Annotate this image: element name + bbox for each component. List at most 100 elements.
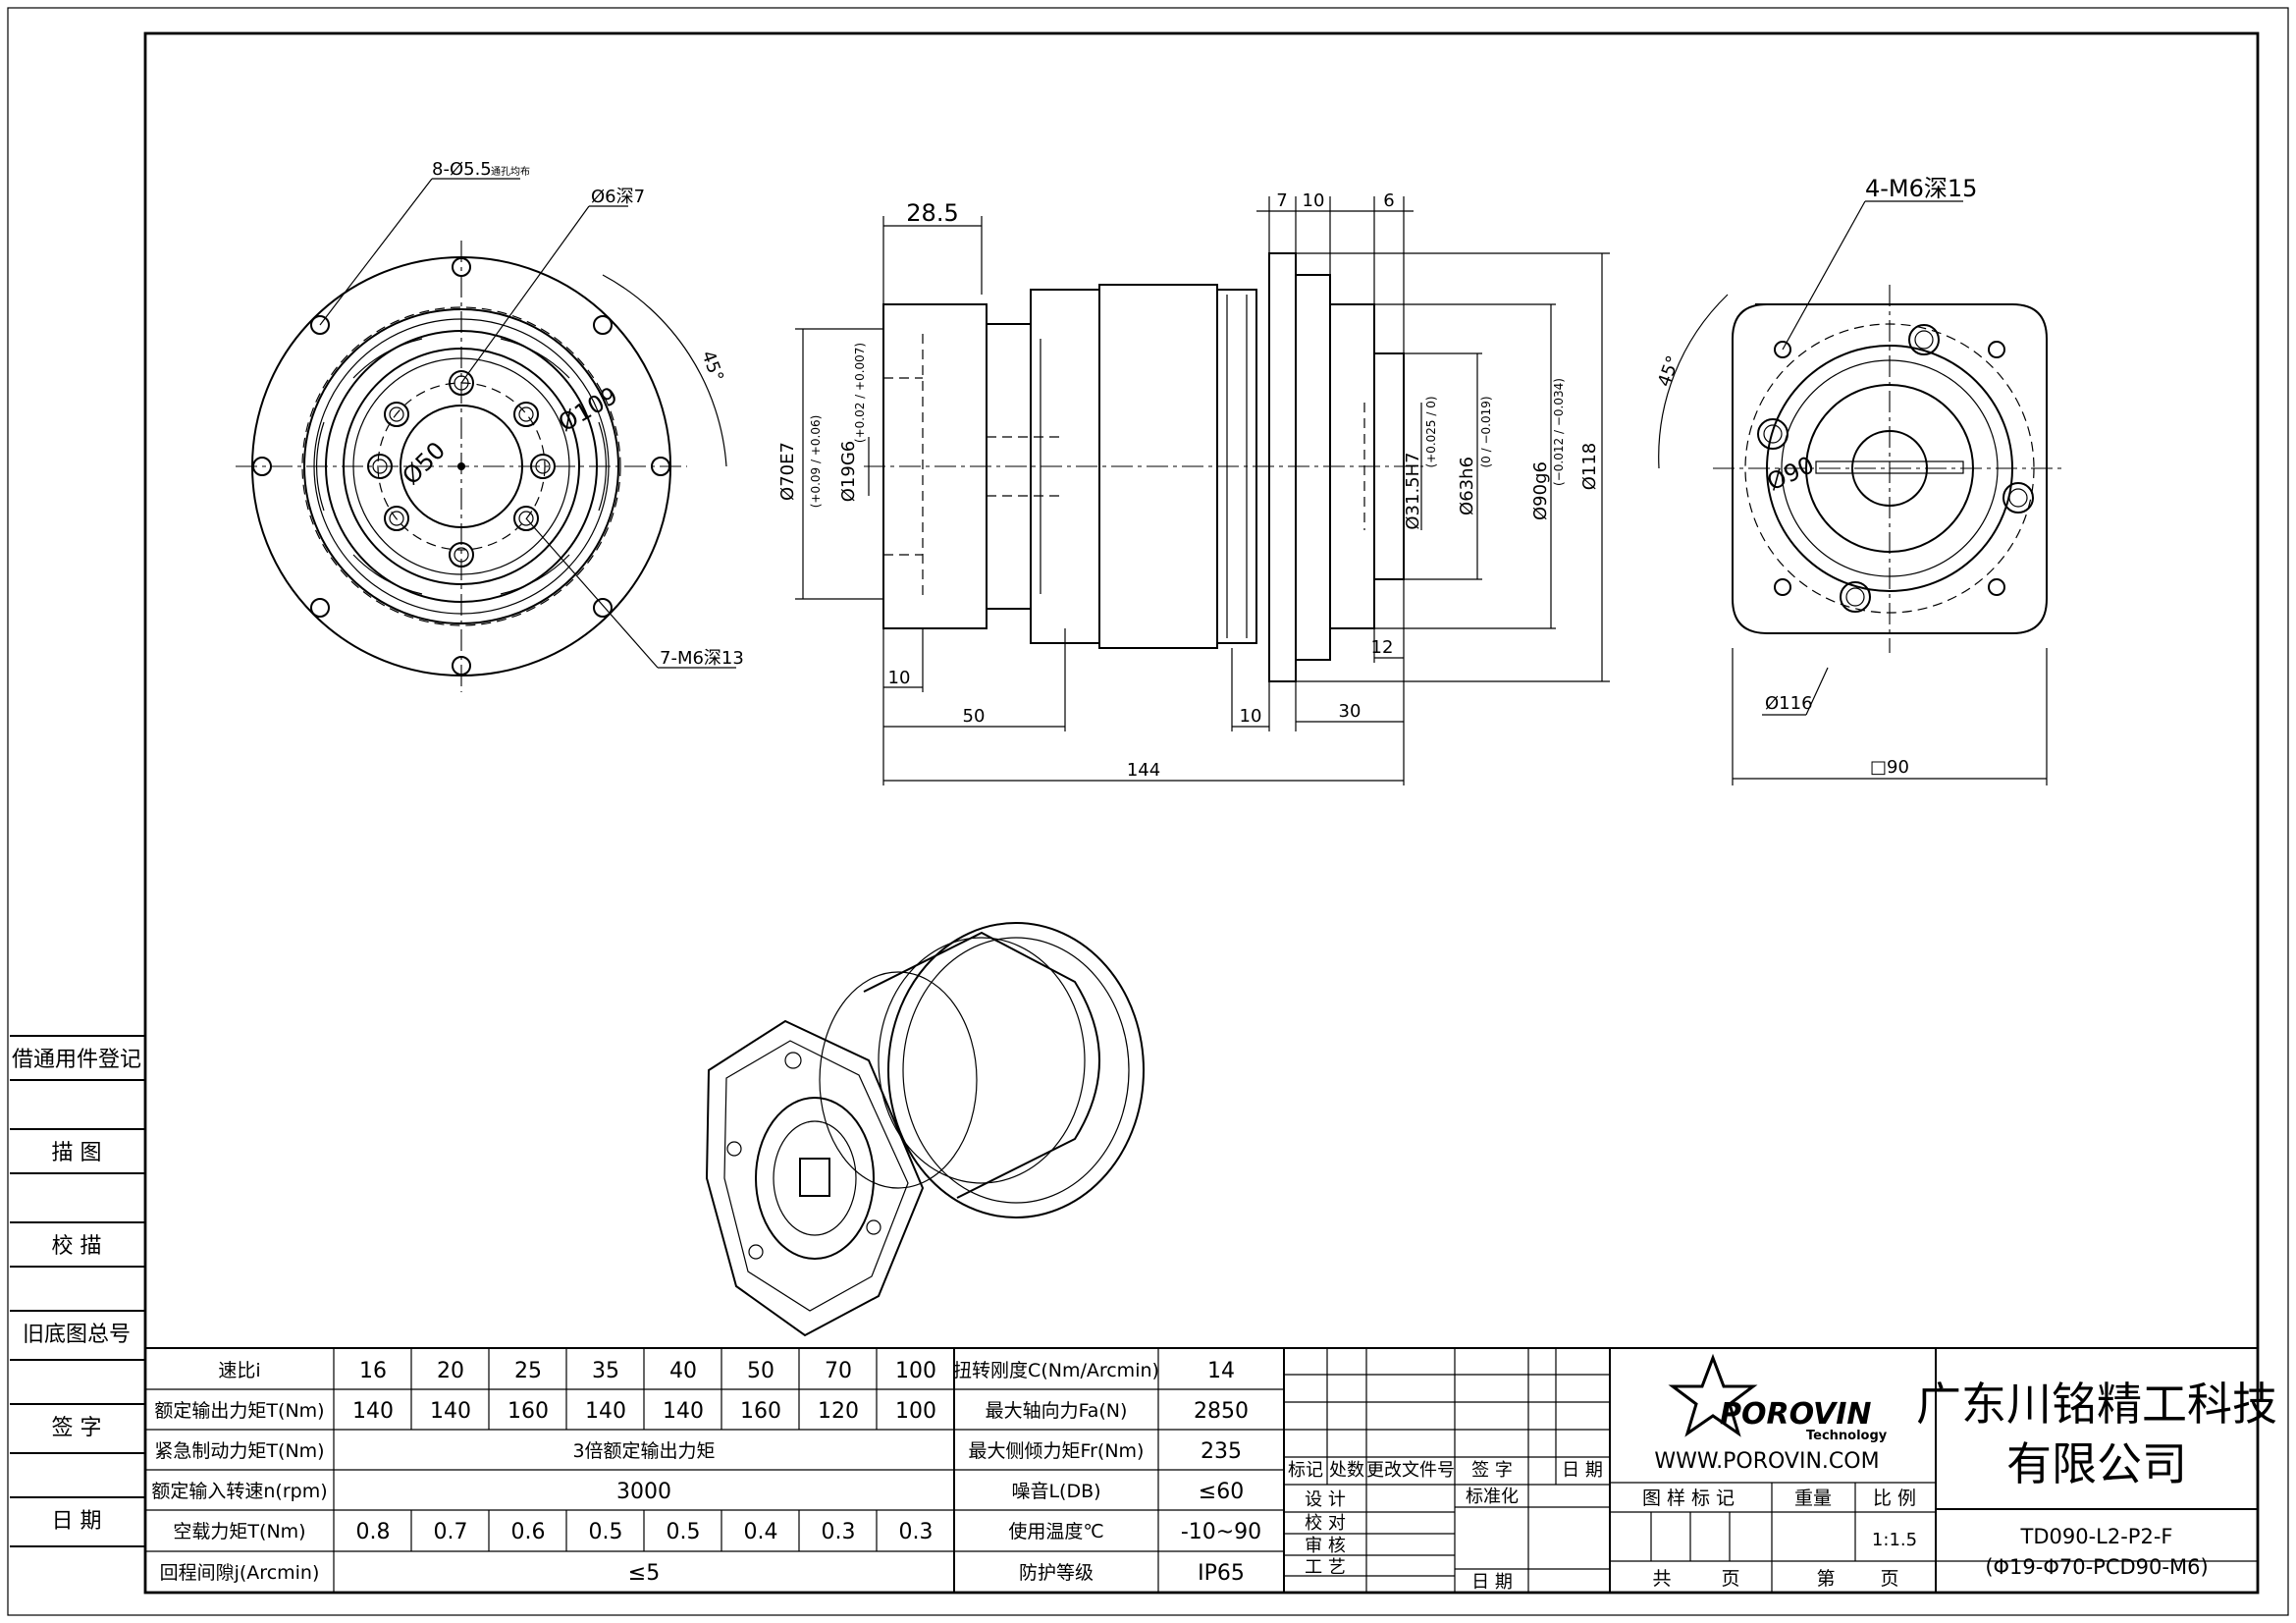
dim-144: 144: [1127, 760, 1160, 781]
tb-page2: 页: [1880, 1568, 1898, 1590]
spec-table: 速比i 16 20 25 35 40 50 70 100 额定输出力矩T(Nm)…: [144, 1347, 1285, 1594]
row1-label: 速比i: [218, 1360, 260, 1381]
side-view: 28.5 7 10 6 10 50 10 30 12 144 Ø70E: [777, 190, 1610, 785]
company-line-1: 广东川铭精工科技: [1916, 1378, 2277, 1431]
spec2-value-1: 14: [1207, 1359, 1235, 1383]
tb-h-doc: 更改文件号: [1366, 1460, 1455, 1481]
torque-8: 100: [895, 1399, 936, 1424]
dim-50: 50: [963, 706, 986, 727]
dim-28-5: 28.5: [906, 199, 958, 227]
tb-process: 工 艺: [1305, 1557, 1346, 1578]
right-dia-90: Ø90: [1763, 451, 1819, 496]
tb-date: 日 期: [1471, 1572, 1513, 1593]
side-label-4: 旧底图总号: [23, 1323, 131, 1347]
dim-d63-tol: (0 / −0.019): [1479, 396, 1493, 467]
row5-label: 空载力矩T(Nm): [173, 1521, 305, 1542]
spec2-label-2: 最大轴向力Fa(N): [986, 1400, 1128, 1422]
logo-text: POROVIN: [1720, 1397, 1872, 1432]
torque-4: 140: [585, 1399, 626, 1424]
side-label-5: 签 字: [52, 1416, 102, 1440]
side-label-3: 校 描: [52, 1234, 102, 1259]
ratio-6: 50: [747, 1359, 774, 1383]
torque-7: 120: [818, 1399, 859, 1424]
tb-h-mark: 标记: [1288, 1460, 1323, 1481]
dim-6: 6: [1383, 190, 1394, 211]
row3-label: 紧急制动力矩T(Nm): [154, 1440, 324, 1462]
dim-d63: Ø63h6: [1457, 457, 1477, 515]
spec2-label-4: 噪音L(DB): [1011, 1481, 1100, 1502]
row2-label: 额定输出力矩T(Nm): [154, 1400, 324, 1422]
dim-d19-tol: (+0.02 / +0.007): [853, 343, 867, 443]
dim-10a: 10: [1303, 190, 1325, 211]
tb-h-sample: 图 样 标 记: [1642, 1488, 1735, 1509]
tb-h-sign: 签 字: [1471, 1460, 1513, 1481]
noload-5: 0.5: [667, 1520, 701, 1544]
tapped-holes: [367, 370, 556, 568]
torque-6: 160: [740, 1399, 781, 1424]
right-thread-label: 4-M6深15: [1865, 175, 1977, 202]
company-line-2: 有限公司: [2006, 1437, 2187, 1490]
torque-3: 160: [507, 1399, 549, 1424]
model-code: TD090-L2-P2-F: [2020, 1525, 2173, 1548]
row4-label: 额定输入转速n(rpm): [151, 1481, 327, 1502]
title-block: 标记 处数 更改文件号 签 字 日 期 设 计 校 对 审 核 工 艺 标准化 …: [1283, 1347, 2277, 1594]
front-dia-109: Ø109: [554, 382, 622, 438]
right-dia-116: Ø116: [1765, 693, 1813, 714]
row6-value: ≤5: [628, 1561, 660, 1586]
dim-7: 7: [1276, 190, 1287, 211]
spec2-value-6: IP65: [1198, 1561, 1245, 1586]
dim-30: 30: [1339, 701, 1362, 722]
tb-scale: 1:1.5: [1872, 1530, 1917, 1550]
ratio-5: 40: [669, 1359, 697, 1383]
dim-d70-tol: (+0.09 / +0.06): [809, 415, 823, 509]
front-bolt-label: 7-M6深13: [660, 648, 744, 669]
ratio-3: 25: [514, 1359, 542, 1383]
side-label-1: 借通用件登记: [12, 1048, 141, 1072]
slot-ring: [315, 338, 608, 595]
front-holes-note: 通孔均布: [491, 166, 530, 178]
row3-value: 3倍额定输出力矩: [572, 1440, 715, 1462]
tb-review: 审 核: [1305, 1536, 1346, 1556]
dim-d19: Ø19G6: [838, 441, 859, 502]
noload-1: 0.8: [356, 1520, 391, 1544]
ratio-8: 100: [895, 1359, 936, 1383]
dim-12: 12: [1371, 637, 1394, 658]
logo-sub: Technology: [1806, 1429, 1888, 1443]
tb-total: 共: [1652, 1568, 1671, 1590]
ratio-1: 16: [359, 1359, 387, 1383]
dim-d90-tol: (−0.012 / −0.034): [1552, 378, 1566, 486]
dim-10c: 10: [1240, 706, 1262, 727]
noload-3: 0.6: [511, 1520, 546, 1544]
spec2-value-5: -10~90: [1181, 1520, 1261, 1544]
dim-d31-tol: (+0.025 / 0): [1424, 396, 1438, 467]
tb-h-weight: 重量: [1794, 1488, 1832, 1509]
ratio-7: 70: [825, 1359, 852, 1383]
front-view: 8-Ø5.5 通孔均布 Ø6深7 7-M6深13 Ø50 Ø109 45°: [236, 159, 744, 692]
tb-design: 设 计: [1305, 1489, 1346, 1510]
spec2-label-3: 最大侧倾力矩Fr(Nm): [969, 1440, 1145, 1462]
noload-8: 0.3: [899, 1520, 934, 1544]
dim-d31: Ø31.5H7: [1403, 452, 1423, 529]
right-view: 4-M6深15 45° Ø90 Ø116 □90: [1654, 175, 2066, 785]
row6-label: 回程间隙j(Arcmin): [160, 1562, 320, 1584]
spec2-label-5: 使用温度℃: [1008, 1521, 1103, 1542]
side-label-6: 日 期: [52, 1509, 102, 1534]
dim-10b: 10: [888, 668, 911, 688]
ratio-4: 35: [592, 1359, 619, 1383]
front-angle: 45°: [697, 349, 727, 385]
noload-4: 0.5: [589, 1520, 623, 1544]
row4-value: 3000: [616, 1480, 671, 1504]
dim-d118: Ø118: [1579, 443, 1600, 491]
right-square: □90: [1870, 757, 1909, 778]
model-sub: (Φ19-Φ70-PCD90-M6): [1985, 1555, 2208, 1579]
tb-sheet: 第: [1816, 1568, 1835, 1590]
front-holes-label: 8-Ø5.5: [432, 159, 492, 180]
tb-check: 校 对: [1305, 1513, 1346, 1534]
side-label-2: 描 图: [52, 1141, 102, 1165]
ratio-2: 20: [437, 1359, 464, 1383]
spec2-label-6: 防护等级: [1019, 1562, 1094, 1584]
noload-7: 0.3: [822, 1520, 856, 1544]
spec2-label-1: 扭转刚度C(Nm/Arcmin): [953, 1360, 1159, 1381]
flange-holes: [252, 257, 670, 676]
